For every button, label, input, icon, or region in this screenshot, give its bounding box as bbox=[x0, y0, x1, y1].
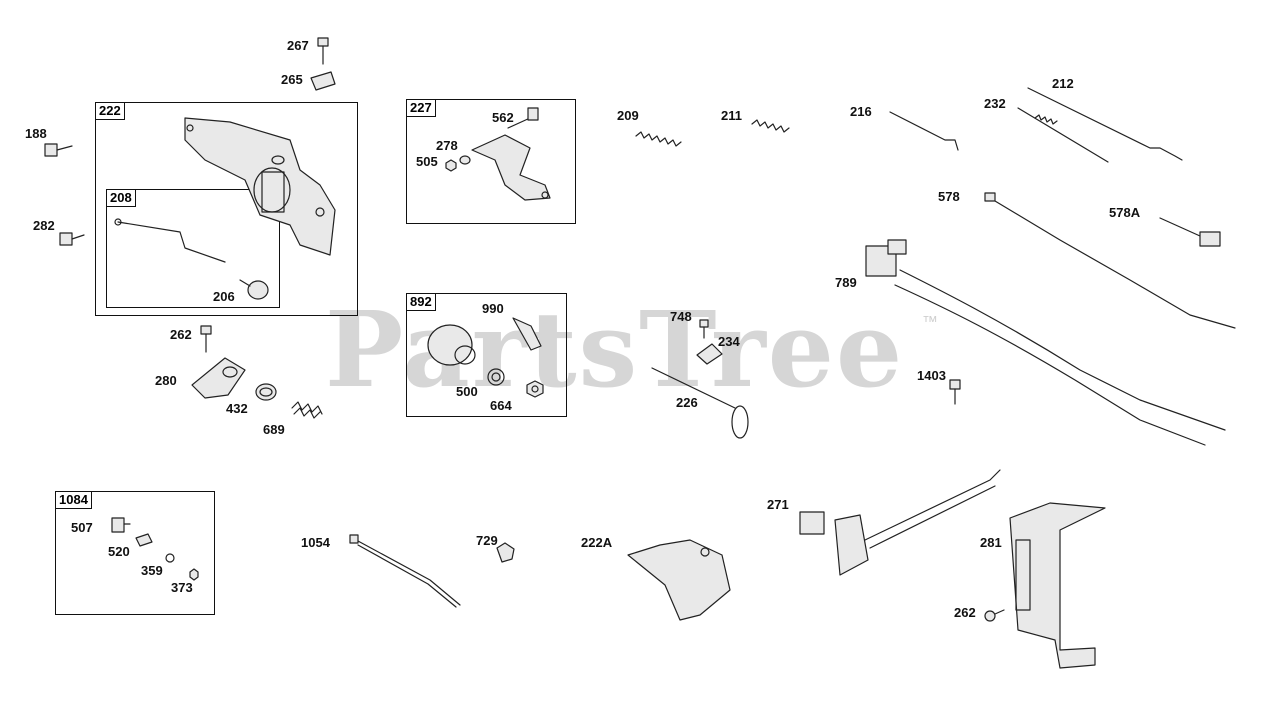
part-271-throttle bbox=[799, 469, 1001, 576]
part-label-267: 267 bbox=[287, 38, 309, 53]
part-label-222A: 222A bbox=[581, 535, 613, 550]
part-label-373: 373 bbox=[171, 580, 193, 595]
part-label-1403: 1403 bbox=[917, 368, 946, 383]
part-label-282: 282 bbox=[33, 218, 55, 233]
part-578-harness bbox=[984, 192, 1236, 329]
part-281-panel bbox=[1009, 502, 1106, 669]
part-label-689: 689 bbox=[263, 422, 285, 437]
part-500-washer bbox=[487, 368, 505, 386]
part-267-bolt bbox=[317, 37, 329, 65]
part-265-clip bbox=[310, 71, 336, 91]
part-label-789: 789 bbox=[835, 275, 857, 290]
part-216-rod bbox=[889, 111, 959, 151]
part-label-562: 562 bbox=[492, 110, 514, 125]
part-label-212: 212 bbox=[1052, 76, 1074, 91]
group-box-1084: 1084 bbox=[55, 491, 215, 615]
group-box-222: 222 bbox=[95, 102, 358, 316]
part-208-rod bbox=[114, 218, 226, 263]
part-label-500: 500 bbox=[456, 384, 478, 399]
parts-tree-watermark: PartsTree bbox=[325, 288, 905, 411]
part-282-bolt bbox=[59, 232, 85, 246]
part-label-281: 281 bbox=[980, 535, 1002, 550]
part-label-280: 280 bbox=[155, 373, 177, 388]
part-373-nut bbox=[189, 568, 199, 581]
group-label-222: 222 bbox=[95, 102, 125, 120]
part-212-rod bbox=[1027, 87, 1183, 161]
part-280-bracket bbox=[191, 357, 246, 399]
part-262a-bolt bbox=[200, 325, 212, 353]
part-label-211: 211 bbox=[721, 108, 742, 123]
part-1403-bolt bbox=[949, 379, 961, 405]
part-1054-cable-tie bbox=[349, 534, 461, 608]
part-label-234: 234 bbox=[718, 334, 740, 349]
part-892-switch bbox=[427, 317, 542, 366]
part-label-209: 209 bbox=[617, 108, 639, 123]
part-label-748: 748 bbox=[670, 309, 692, 324]
part-520-terminal bbox=[135, 533, 153, 547]
part-689-spring bbox=[291, 401, 323, 419]
part-562-bolt bbox=[507, 107, 539, 129]
part-211-spring bbox=[751, 119, 790, 133]
group-label-208: 208 bbox=[106, 189, 136, 207]
part-label-278: 278 bbox=[436, 138, 458, 153]
part-label-990: 990 bbox=[482, 301, 504, 316]
group-label-227: 227 bbox=[406, 99, 436, 117]
group-label-1084: 1084 bbox=[55, 491, 92, 509]
part-label-578A: 578A bbox=[1109, 205, 1141, 220]
part-222-bracket bbox=[184, 117, 336, 256]
part-789-harness bbox=[865, 239, 1226, 446]
group-box-892: 892 bbox=[406, 293, 567, 417]
part-222A-bracket bbox=[627, 539, 731, 621]
part-507-switch bbox=[111, 517, 131, 533]
part-label-432: 432 bbox=[226, 401, 248, 416]
part-label-520: 520 bbox=[108, 544, 130, 559]
part-label-226: 226 bbox=[676, 395, 698, 410]
part-label-505: 505 bbox=[416, 154, 438, 169]
part-505-nut bbox=[445, 159, 457, 172]
part-label-188: 188 bbox=[25, 126, 47, 141]
part-label-262a: 262 bbox=[170, 327, 192, 342]
part-209-spring bbox=[635, 131, 682, 147]
part-188-bolt bbox=[44, 143, 73, 157]
part-label-1054: 1054 bbox=[301, 535, 330, 550]
part-234-clip bbox=[696, 343, 723, 365]
part-label-578: 578 bbox=[938, 189, 960, 204]
part-label-232: 232 bbox=[984, 96, 1006, 111]
part-729-clip bbox=[496, 542, 515, 563]
part-232-spring bbox=[1017, 107, 1109, 163]
group-box-227: 227 bbox=[406, 99, 576, 224]
part-label-729: 729 bbox=[476, 533, 498, 548]
part-432-ring bbox=[255, 383, 277, 401]
part-label-271: 271 bbox=[767, 497, 789, 512]
group-label-892: 892 bbox=[406, 293, 436, 311]
part-578A-connector bbox=[1159, 217, 1221, 247]
part-label-359: 359 bbox=[141, 563, 163, 578]
part-label-507: 507 bbox=[71, 520, 93, 535]
part-label-664: 664 bbox=[490, 398, 512, 413]
trademark-symbol: ™ bbox=[922, 314, 938, 331]
part-label-206: 206 bbox=[213, 289, 235, 304]
part-262b-screw bbox=[984, 609, 1005, 622]
part-664-nut bbox=[526, 380, 544, 398]
group-box-208: 208 bbox=[106, 189, 280, 308]
part-label-216: 216 bbox=[850, 104, 872, 119]
part-227-bracket bbox=[471, 134, 551, 201]
part-748-bolt bbox=[699, 319, 709, 339]
part-label-265: 265 bbox=[281, 72, 303, 87]
part-359-washer bbox=[165, 553, 175, 563]
part-206-bushing bbox=[239, 279, 269, 300]
part-278-washer bbox=[459, 155, 471, 165]
part-226-rod bbox=[651, 367, 749, 439]
part-label-262b: 262 bbox=[954, 605, 976, 620]
